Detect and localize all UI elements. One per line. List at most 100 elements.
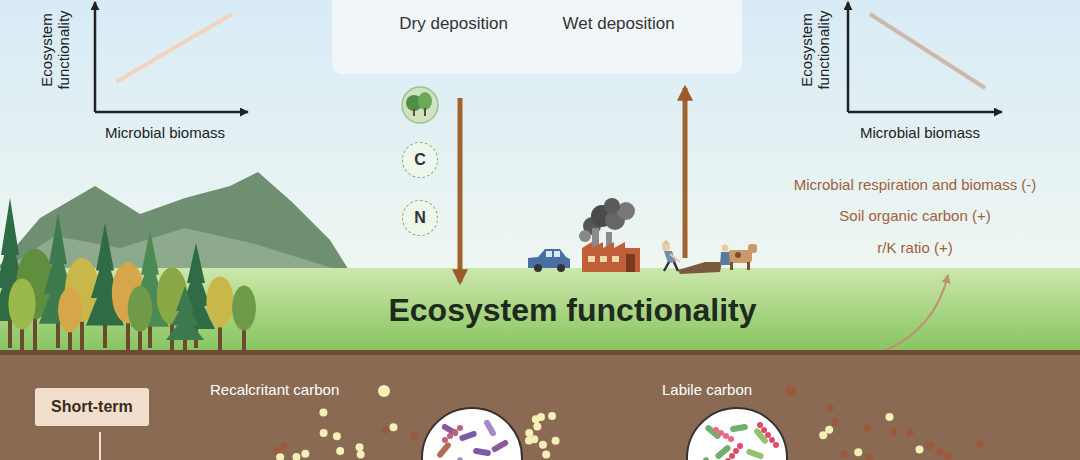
carbon-dot	[389, 423, 397, 431]
left-chart	[94, 2, 97, 112]
carbon-dot	[548, 412, 556, 420]
carbon-dot	[539, 441, 547, 449]
mountains	[0, 172, 350, 272]
carbon-dot	[944, 452, 952, 460]
car	[546, 251, 552, 257]
farmer	[664, 262, 669, 271]
tree-icon	[402, 87, 438, 123]
annotation-text: Labile carbon	[662, 381, 752, 398]
microbial-cell	[422, 408, 522, 460]
carbon-dot	[915, 445, 923, 453]
microbe	[713, 427, 719, 433]
tree	[166, 286, 204, 352]
factory	[626, 254, 635, 272]
microbe	[746, 448, 765, 460]
factory	[582, 242, 640, 272]
axis-title: Ecosystem functionality	[798, 0, 833, 100]
carbon-dot	[926, 442, 934, 450]
microbe	[452, 429, 458, 435]
car	[557, 264, 565, 272]
microbial-cell	[702, 422, 779, 460]
farmer	[670, 254, 680, 262]
node-text: Dry deposition	[399, 14, 508, 74]
cow	[728, 250, 752, 263]
tree-icon	[424, 108, 426, 116]
annotation-text: Soil organic carbon (+)	[839, 207, 990, 224]
annotation-text: Recalcritant carbon	[210, 381, 339, 398]
microbe	[733, 448, 739, 454]
cow	[720, 252, 730, 265]
microbe	[728, 436, 734, 442]
labile-dot	[785, 385, 797, 397]
carbon-dot	[552, 437, 560, 445]
carbon-dot	[840, 450, 848, 458]
microbe	[737, 443, 743, 449]
ground-band	[0, 268, 1080, 352]
microbial-cell	[687, 408, 787, 460]
car	[528, 249, 570, 272]
carbon-dot	[320, 429, 328, 437]
tree-icon	[402, 87, 438, 123]
car	[554, 251, 560, 257]
tree	[8, 278, 35, 329]
microbe	[436, 441, 452, 459]
carbon-dot	[889, 428, 897, 436]
carbon-dot	[301, 450, 309, 458]
carbon-dot	[542, 451, 550, 459]
microbe	[769, 437, 775, 443]
ground-band: Ecosystem functionality	[170, 270, 975, 350]
carbon-dot	[831, 418, 839, 426]
carbon-dot	[533, 422, 541, 430]
microbe	[491, 439, 510, 453]
microbe	[761, 427, 767, 433]
right-chart	[848, 2, 1002, 112]
cow	[748, 244, 757, 253]
deposition-box: Dry deposition Wet deposition	[332, 0, 742, 74]
node-text: N	[414, 209, 426, 227]
node-text: Ecosystem functionality	[388, 292, 756, 329]
carbon-dot	[333, 432, 341, 440]
carbon-dot	[356, 443, 364, 451]
microbe	[442, 437, 448, 443]
factory	[579, 198, 640, 272]
axis-label: Microbial biomass	[860, 124, 980, 141]
carbon-dot	[319, 409, 327, 417]
cow	[735, 252, 741, 258]
soil-edge	[0, 350, 1080, 355]
flux-arrow	[683, 88, 688, 258]
element-circle: C	[402, 142, 438, 178]
carbon-dot	[357, 450, 365, 458]
node-text: C	[414, 151, 426, 169]
microbe	[730, 423, 749, 432]
carbon-dot	[410, 432, 418, 440]
microbe	[447, 433, 453, 439]
factory	[600, 256, 607, 262]
microbe	[473, 447, 492, 456]
car	[534, 264, 542, 272]
tree	[166, 315, 204, 340]
carbon-dot	[826, 404, 834, 412]
farmer	[674, 262, 678, 271]
tree	[206, 276, 233, 327]
forest	[0, 198, 256, 352]
recalcitrant-dot	[378, 385, 390, 397]
tree	[128, 286, 152, 332]
microbe	[725, 458, 731, 460]
right-chart	[847, 2, 850, 112]
phase-box: Short-term	[35, 388, 149, 426]
factory	[612, 256, 619, 262]
farmer	[662, 240, 722, 274]
carbon-dot	[936, 448, 944, 456]
microbial-cell	[422, 408, 522, 460]
axis-title: Ecosystem functionality	[38, 0, 73, 100]
node-text: Wet deposition	[563, 14, 675, 74]
timeline-stem	[99, 432, 101, 460]
microbe	[757, 422, 763, 428]
microbe	[483, 419, 497, 438]
microbe	[457, 425, 463, 431]
microbe	[714, 444, 732, 460]
microbe	[702, 457, 711, 460]
flux-arrow	[458, 98, 463, 282]
carbon-dot	[280, 442, 288, 450]
